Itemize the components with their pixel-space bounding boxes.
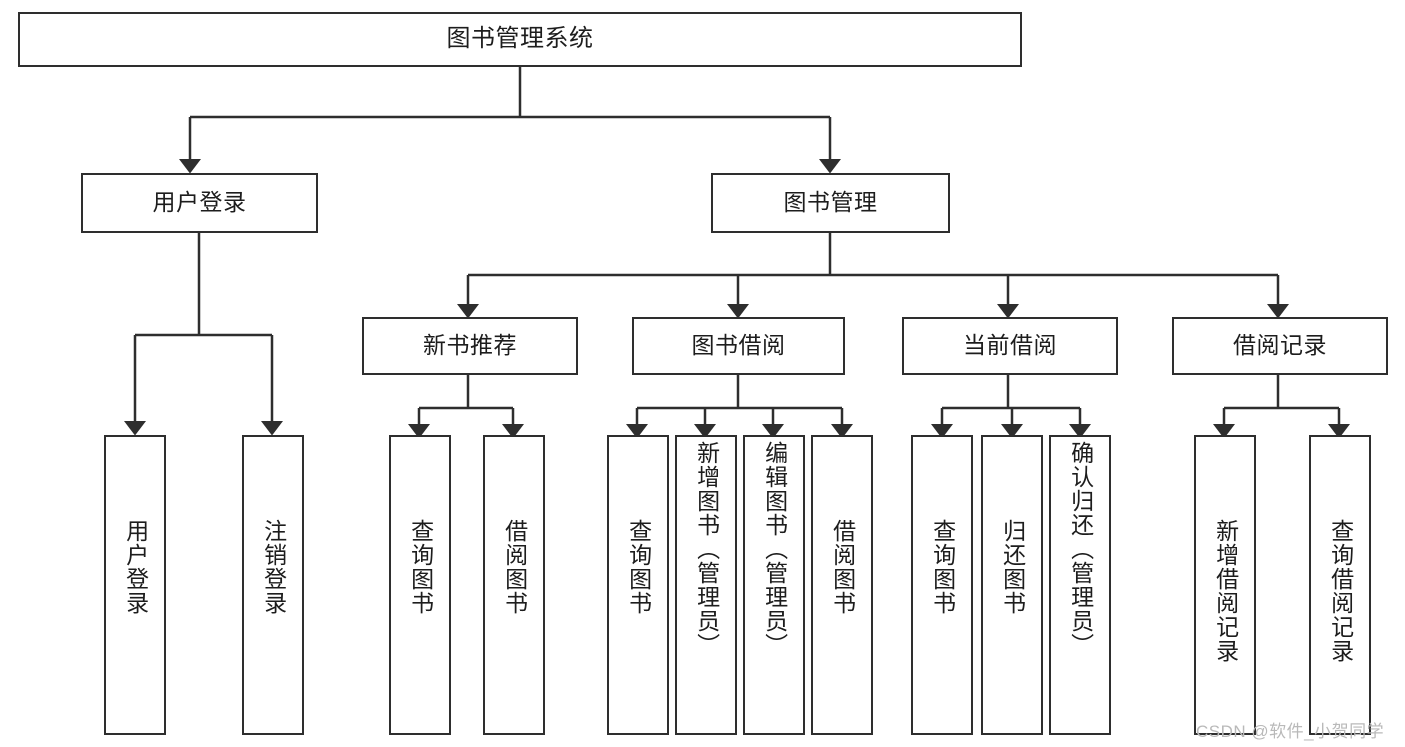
node-label: 归还图书 (999, 519, 1026, 615)
node-label: 借阅记录 (1233, 332, 1327, 359)
node-label: 借阅图书 (829, 519, 856, 615)
leaf-user-login-logout[interactable]: 注销登录 (242, 435, 304, 735)
node-label: 用户登录 (152, 189, 247, 216)
leaf-current-borrow-query[interactable]: 查询图书 (911, 435, 973, 735)
node-current-borrow[interactable]: 当前借阅 (902, 317, 1118, 375)
leaf-borrow-record-add[interactable]: 新增借阅记录 (1194, 435, 1256, 735)
leaf-book-borrow-add[interactable]: 新增图书（管理员） (675, 435, 737, 735)
node-label: 新增图书（管理员） (693, 441, 720, 657)
node-label: 用户登录 (122, 519, 149, 615)
node-label: 图书管理系统 (446, 25, 594, 53)
leaf-new-book-borrow[interactable]: 借阅图书 (483, 435, 545, 735)
node-new-book-recommend[interactable]: 新书推荐 (362, 317, 578, 375)
node-label: 注销登录 (260, 519, 287, 615)
leaf-current-borrow-return[interactable]: 归还图书 (981, 435, 1043, 735)
node-label: 图书管理 (783, 189, 878, 216)
leaf-user-login-login[interactable]: 用户登录 (104, 435, 166, 735)
node-label: 图书借阅 (691, 332, 786, 359)
node-label: 查询图书 (929, 519, 956, 615)
node-label: 借阅图书 (501, 519, 528, 615)
node-label: 查询借阅记录 (1327, 519, 1354, 663)
leaf-book-borrow-borrow[interactable]: 借阅图书 (811, 435, 873, 735)
leaf-book-borrow-query[interactable]: 查询图书 (607, 435, 669, 735)
node-user-login[interactable]: 用户登录 (81, 173, 318, 233)
node-label: 确认归还（管理员） (1067, 441, 1094, 657)
watermark-text: CSDN @软件_小贺同学 (1196, 722, 1385, 741)
node-label: 编辑图书（管理员） (761, 441, 788, 657)
node-borrow-record[interactable]: 借阅记录 (1172, 317, 1388, 375)
node-book-borrow[interactable]: 图书借阅 (632, 317, 845, 375)
node-label: 查询图书 (407, 519, 434, 615)
node-book-management[interactable]: 图书管理 (711, 173, 950, 233)
node-root-system[interactable]: 图书管理系统 (18, 12, 1022, 67)
node-label: 查询图书 (625, 519, 652, 615)
node-label: 新增借阅记录 (1212, 519, 1239, 663)
leaf-new-book-query[interactable]: 查询图书 (389, 435, 451, 735)
node-label: 当前借阅 (963, 332, 1057, 359)
leaf-borrow-record-query[interactable]: 查询借阅记录 (1309, 435, 1371, 735)
node-label: 新书推荐 (423, 332, 517, 359)
leaf-current-borrow-confirm-return[interactable]: 确认归还（管理员） (1049, 435, 1111, 735)
leaf-book-borrow-edit[interactable]: 编辑图书（管理员） (743, 435, 805, 735)
